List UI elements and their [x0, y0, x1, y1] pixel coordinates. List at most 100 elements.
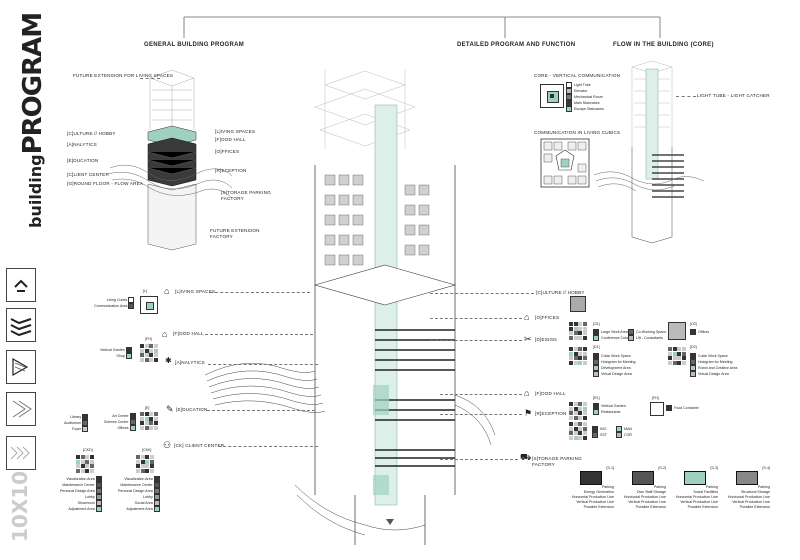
storage-3-item-4: Vertical Production Line [680, 500, 718, 504]
gen-label-ground: [G]round Floor - Flow Area [67, 181, 144, 186]
culture-thumb [570, 296, 586, 312]
gen-label-reception: [R]eception [215, 168, 247, 173]
d2-code: [D2] [690, 345, 697, 349]
gen-label-analytics: [A]nalytics [67, 142, 97, 147]
left-living-code: [L] [143, 289, 147, 293]
gen-label-offices: [O]ffices [215, 149, 240, 154]
storage-2-item-1: Parking [653, 485, 666, 489]
left-analytics-label: [A]nalytics [175, 360, 205, 365]
storage-1-item-5: Possible Extension [583, 505, 614, 509]
storage-3-item-1: Parking [705, 485, 718, 489]
o2-legend: Offices [690, 329, 709, 335]
storage-unit-2: [S-2] Parking Own Staff Storage Horizont… [618, 466, 666, 510]
gen-label-future-living: Future Extension for Living Spaces [73, 73, 174, 78]
left-food-label: [F]ood Hall [173, 331, 204, 336]
living-item-1: Living Cubes [106, 297, 128, 302]
ckk-code: [CKK] [142, 448, 152, 452]
left-client-label: [CK] Client Center [174, 443, 225, 448]
d1-item-1: Cubic Work Space [601, 353, 631, 358]
gen-label-education: [E]ducation [67, 158, 99, 163]
ckk-item-3: Personal Design Area [118, 488, 153, 493]
r1-item-2: Restaurants [601, 409, 621, 414]
left-education-code: [E] [145, 406, 150, 410]
left-food-legend: Vertical Garden Shop [100, 347, 134, 359]
storage-4-code: [S-4] [762, 466, 770, 470]
core-legend-3: Mechanical Room [574, 94, 603, 99]
comm-living-plan [540, 138, 590, 188]
education-pixmap [140, 412, 158, 430]
left-food-code: [FH] [145, 337, 152, 341]
core-swatch-1 [566, 82, 572, 88]
o2-code: [O2] [690, 322, 697, 326]
thumbnail-4-icon [12, 400, 32, 418]
core-swatch-5 [566, 106, 572, 112]
ckk-item-4: Lobby [142, 494, 153, 499]
o1-legend: Large Work Area Conference Cubes [593, 329, 631, 341]
ckd-item-6: Adjustment Area [68, 506, 95, 511]
gen-label-future-factory: Future Extension Factory [210, 228, 260, 239]
analytics-icon: ✱ [165, 356, 172, 365]
storage-icon: ⛟ [520, 452, 532, 462]
storage-2-item-3: Horizontal Production Line [623, 495, 666, 499]
d2-item-2: Hologram for Meeting [698, 359, 733, 364]
thumbnail-1[interactable] [6, 268, 36, 302]
core-flow-tower [593, 60, 705, 244]
general-tower-diagram [107, 69, 233, 251]
core-swatch-3 [566, 94, 572, 100]
r-code-4: COR [624, 432, 632, 437]
right-storage-label: [S]torage Parking Factory [532, 456, 582, 467]
thumbnail-4[interactable] [6, 392, 36, 426]
gen-label-living: [L]iving Spaces [215, 129, 256, 134]
thumbnail-5[interactable] [6, 436, 36, 470]
r1-legend: Vertical Garden Restaurants [593, 403, 626, 415]
storage-3-code: [S-3] [710, 466, 718, 470]
storage-3-item-3: Horizontal Production Line [675, 495, 718, 499]
page-title: buildingPROGRAM [18, 13, 48, 228]
d2-item-4: Virtual Design Area [698, 371, 729, 376]
thumbnail-2[interactable] [6, 308, 36, 342]
storage-1-item-4: Vertical Production Line [576, 500, 614, 504]
core-legend-1: Light Tube [574, 82, 591, 87]
food-hall-pixmap [140, 344, 158, 362]
ckk-legend: Visualization Area Maintenance Center Pe… [118, 476, 162, 512]
food-item-1: Vertical Garden [100, 347, 125, 352]
r-code-2: SST [600, 432, 607, 437]
o1-pixmap [569, 322, 587, 340]
storage-2-item-2: Own Staff Storage [636, 490, 666, 494]
r2-item-1: Food Container [674, 405, 699, 410]
left-living-legend: Living Cubes Communication Area [94, 297, 136, 309]
storage-2-item-4: Vertical Production Line [628, 500, 666, 504]
left-education-legend: Art Center Science Center Offices [104, 413, 138, 431]
storage-4-item-5: Possible Extension [739, 505, 770, 509]
footer-label: 10X10 [8, 471, 32, 542]
left-education-label: [E]ducation [176, 407, 208, 412]
storage-3-item-2: Social Facilities [693, 490, 718, 494]
header-general: General Building Program [144, 42, 245, 48]
ckd-pixmap [76, 455, 94, 473]
o1b-item-1: Co-Working Space [636, 329, 667, 334]
food-hall-icon: ⌂ [162, 329, 168, 339]
thumbnail-3[interactable] [6, 350, 36, 384]
living-thumb [140, 296, 158, 314]
storage-unit-1: [S-1] Parking Energy Generation Horizont… [566, 466, 614, 510]
ckd-item-3: Personal Design Area [60, 488, 95, 493]
title-main: PROGRAM [18, 12, 48, 155]
title-prefix: building [26, 154, 45, 228]
d1-item-3: Development Area [601, 365, 631, 370]
r-code-3: MAN [624, 426, 632, 431]
ckd-legend: Visualization Area Maintenance Center Pe… [60, 476, 104, 512]
o1-code: [O1] [593, 322, 600, 326]
gen-label-storage: [S]torage Parking Factory [221, 190, 271, 201]
ckd-item-2: Maintenance Center [62, 482, 95, 487]
left-living-label: [L]iving Spaces [175, 289, 216, 294]
storage-1-code: [S-1] [606, 466, 614, 470]
ckd-item-1: Visualization Area [66, 476, 95, 481]
d2-legend: Cubic Work Space Hologram for Meeting Ro… [690, 353, 737, 377]
header-flow: Flow in the Building (Core) [613, 42, 714, 48]
gen-label-culture: [C]ulture // Hobby [67, 131, 116, 136]
education-icon: ✎ [166, 404, 174, 414]
right-reception-label: [R]eception [535, 411, 567, 416]
living-cubes [324, 174, 430, 266]
storage-unit-3: [S-3] Parking Social Facilities Horizont… [670, 466, 718, 510]
